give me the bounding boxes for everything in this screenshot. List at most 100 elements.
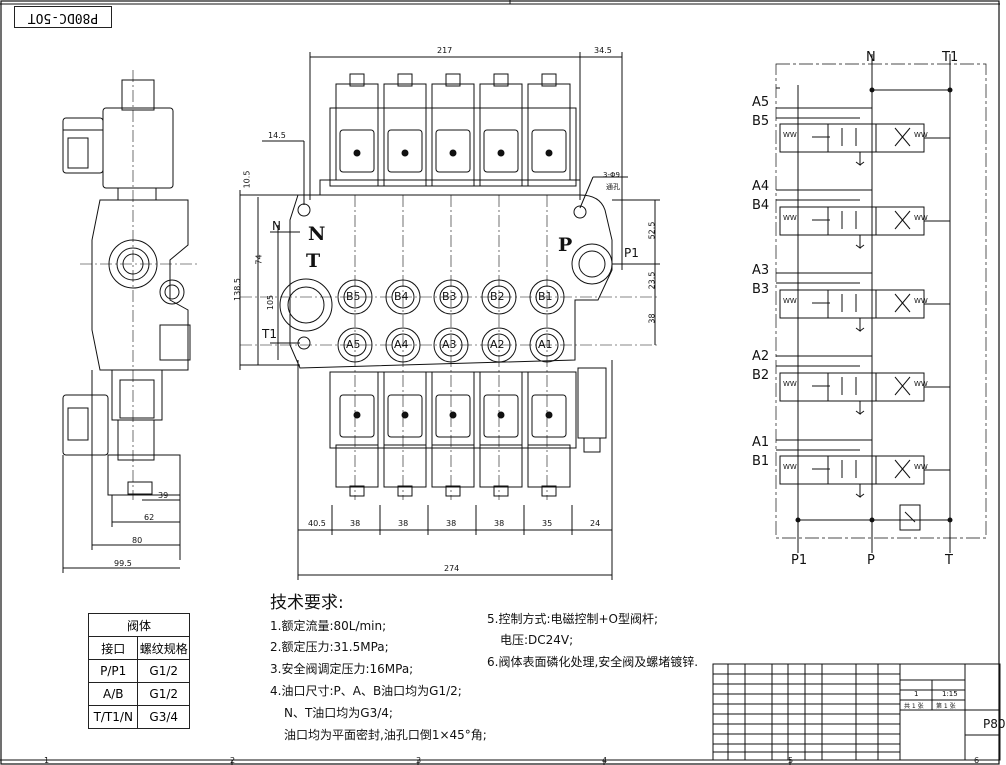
schematic-a5: A5 bbox=[752, 95, 770, 110]
schematic-label-n: N bbox=[866, 50, 876, 65]
requirement-1: 1.额定流量:80L/min; bbox=[270, 619, 387, 633]
schematic-a2: A2 bbox=[752, 349, 770, 364]
dim-62: 62 bbox=[144, 513, 155, 522]
schematic-a1: A1 bbox=[752, 435, 770, 450]
coil-right-4: WW bbox=[914, 214, 928, 222]
schematic-label-p1: P1 bbox=[791, 553, 808, 568]
dim-chain-7: 24 bbox=[590, 519, 601, 528]
title-sheet-no: 第 1 张 bbox=[936, 703, 956, 710]
dim-74: 74 bbox=[254, 254, 264, 265]
schematic-a3: A3 bbox=[752, 263, 770, 278]
requirement-6: 6.阀体表面磷化处理,安全阀及螺堵镀锌. bbox=[487, 655, 699, 669]
through-note: 通孔 bbox=[606, 183, 620, 191]
spool-3 bbox=[776, 272, 925, 332]
spec-row-thread: G3/4 bbox=[137, 705, 190, 729]
coil-left-3: WW bbox=[783, 297, 797, 305]
coil-right-1: WW bbox=[914, 463, 928, 471]
title-sheet-total: 共 1 张 bbox=[904, 703, 924, 710]
spec-row-thread: G1/2 bbox=[137, 682, 190, 706]
requirement-4: 4.油口尺寸:P、A、B油口均为G1/2; bbox=[270, 684, 462, 698]
port-b3: B3 bbox=[442, 290, 457, 303]
dim-chain-1: 40.5 bbox=[308, 519, 326, 528]
schematic-label-t: T bbox=[945, 553, 953, 568]
requirement-2: 2.额定压力:31.5MPa; bbox=[270, 640, 389, 654]
coil-right-5: WW bbox=[914, 131, 928, 139]
schematic-b3: B3 bbox=[752, 282, 770, 297]
requirement-4c: 油口均为平面密封,油孔口倒1×45°角; bbox=[284, 728, 487, 742]
schematic-b1: B1 bbox=[752, 454, 770, 469]
drawing-number-box: P80DC-5OT bbox=[14, 6, 112, 28]
dim-145: 14.5 bbox=[268, 131, 286, 140]
requirement-5: 5.控制方式:电磁控制+O型阀杆; bbox=[487, 612, 659, 626]
spec-row-thread: G1/2 bbox=[137, 659, 190, 683]
zone-6: 6 bbox=[974, 756, 980, 765]
schematic-b4: B4 bbox=[752, 198, 770, 213]
spool-2 bbox=[776, 355, 925, 415]
port-a5: A5 bbox=[346, 338, 361, 351]
zone-5: 5 bbox=[788, 756, 794, 765]
port-a3: A3 bbox=[442, 338, 457, 351]
label-t-letter: T bbox=[306, 250, 321, 272]
port-b4: B4 bbox=[394, 290, 409, 303]
dim-chain-4: 38 bbox=[446, 519, 457, 528]
port-b5: B5 bbox=[346, 290, 361, 303]
coil-left-2: WW bbox=[783, 380, 797, 388]
schematic-a4: A4 bbox=[752, 179, 770, 194]
spec-header-thread: 螺纹规格 bbox=[137, 636, 190, 660]
dim-1385: 138.5 bbox=[232, 278, 242, 301]
schematic-b5: B5 bbox=[752, 114, 770, 129]
spool-4 bbox=[776, 189, 925, 249]
title-code: P80 bbox=[983, 717, 1006, 731]
dim-217: 217 bbox=[437, 46, 453, 55]
label-n-side: N bbox=[272, 219, 281, 233]
top-solenoids bbox=[329, 73, 577, 187]
dim-chain-6: 35 bbox=[542, 519, 553, 528]
title-block bbox=[712, 663, 1001, 761]
spool-1 bbox=[776, 439, 925, 498]
label-n-letter: N bbox=[308, 223, 326, 245]
dim-105-top: 10.5 bbox=[242, 170, 252, 189]
dim-105-mid: 105 bbox=[266, 294, 276, 311]
zone-3: 3 bbox=[416, 756, 422, 765]
dim-274: 274 bbox=[444, 564, 460, 573]
dim-345: 34.5 bbox=[594, 46, 612, 55]
title-qty: 1 bbox=[914, 690, 919, 698]
valve-body bbox=[289, 194, 613, 369]
spec-row-port: T/T1/N bbox=[87, 705, 139, 729]
dim-38-side: 38 bbox=[647, 313, 657, 324]
coil-left-4: WW bbox=[783, 214, 797, 222]
port-b2: B2 bbox=[490, 290, 505, 303]
label-t1-side: T1 bbox=[262, 327, 277, 341]
front-view bbox=[239, 52, 660, 580]
spec-table-title: 阀体 bbox=[88, 613, 190, 637]
label-p-letter: P bbox=[558, 234, 573, 256]
coil-right-2: WW bbox=[914, 380, 928, 388]
coil-left-1: WW bbox=[783, 463, 797, 471]
dim-235: 23.5 bbox=[647, 271, 657, 290]
dim-chain-3: 38 bbox=[398, 519, 409, 528]
bottom-solenoids bbox=[329, 371, 577, 497]
dim-chain-5: 38 bbox=[494, 519, 505, 528]
spec-row-port: A/B bbox=[87, 682, 139, 706]
dim-995: 99.5 bbox=[114, 559, 132, 568]
requirement-5b: 电压:DC24V; bbox=[500, 633, 574, 647]
dim-chain-2: 38 bbox=[350, 519, 361, 528]
port-b1: B1 bbox=[538, 290, 553, 303]
dim-525: 52.5 bbox=[647, 221, 657, 240]
port-a4: A4 bbox=[394, 338, 409, 351]
spec-header-port: 接口 bbox=[87, 636, 139, 660]
label-p1-side: P1 bbox=[624, 246, 639, 260]
dim-39: 39 bbox=[158, 491, 169, 500]
schematic-label-t1: T1 bbox=[942, 50, 959, 65]
hydraulic-schematic bbox=[775, 54, 987, 553]
title-scale: 1:15 bbox=[942, 690, 958, 698]
dim-80: 80 bbox=[132, 536, 143, 545]
zone-4: 4 bbox=[602, 756, 608, 765]
coil-left-5: WW bbox=[783, 131, 797, 139]
port-a2: A2 bbox=[490, 338, 505, 351]
zone-2: 2 bbox=[230, 756, 236, 765]
requirements-heading: 技术要求: bbox=[270, 593, 344, 613]
